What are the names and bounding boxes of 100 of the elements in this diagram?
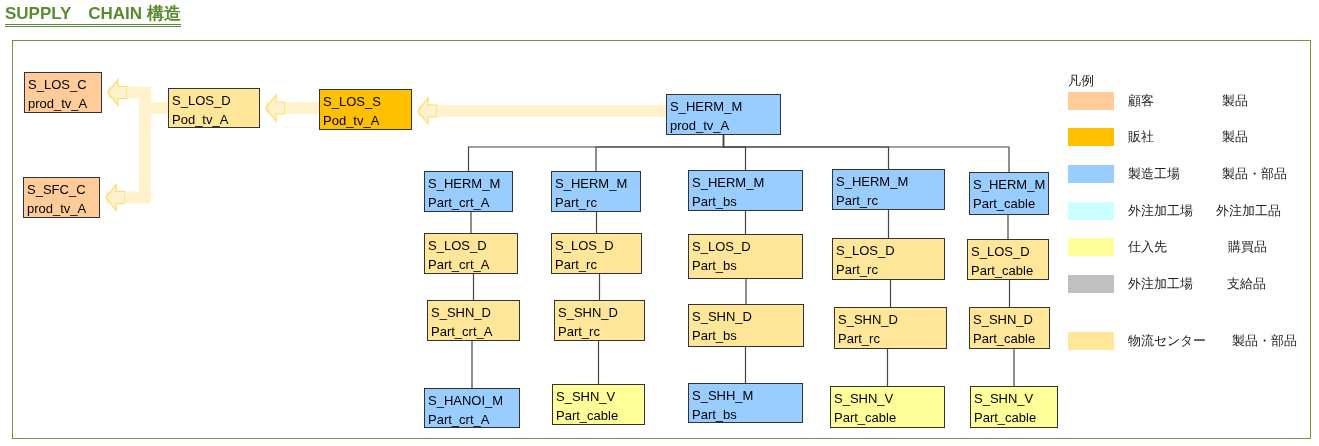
part-name: Part_bs: [692, 257, 738, 275]
site-box: [24, 72, 102, 113]
site-box: [688, 383, 803, 423]
part-name: Part_rc: [838, 330, 881, 348]
connector-line: [722, 134, 1010, 173]
site-box: [688, 170, 803, 211]
site-name: S_LOS_D: [836, 242, 896, 260]
part-name: Part_bs: [692, 327, 738, 345]
legend-label: 外注加工場: [1128, 202, 1193, 220]
part-name: Part_crt_A: [431, 323, 494, 341]
legend-label: 外注加工場: [1128, 275, 1193, 293]
site-name: S_SHN_D: [973, 311, 1034, 329]
site-name: S_LOS_D: [971, 243, 1031, 261]
legend-label: 製造工場: [1128, 165, 1180, 183]
site-box: [830, 386, 945, 428]
legend-label: 製品・部品: [1222, 165, 1287, 183]
connector-line: [472, 273, 475, 301]
connector-line: [1007, 214, 1009, 240]
legend-label: 外注加工品: [1216, 202, 1281, 220]
site-box: [832, 169, 945, 210]
part-name: Part_bs: [692, 193, 738, 211]
connector-line: [471, 340, 473, 389]
connector-line: [745, 278, 747, 305]
legend-label: 支給品: [1227, 275, 1266, 293]
site-name: S_SHH_M: [692, 387, 755, 405]
part-name: Part_rc: [555, 194, 598, 212]
part-name: Part_cable: [973, 195, 1037, 213]
site-box: [424, 233, 518, 274]
site-name: S_SHN_D: [692, 308, 753, 326]
part-name: Part_cable: [556, 407, 620, 425]
site-name: S_SHN_D: [558, 304, 619, 322]
site-name: S_SFC_C: [27, 181, 87, 199]
site-name: S_HANOI_M: [428, 392, 505, 410]
site-name: S_LOS_S: [323, 93, 382, 111]
part-name: Pod_tv_A: [172, 111, 230, 129]
part-name: Part_rc: [558, 323, 601, 341]
legend-label: 購買品: [1228, 238, 1267, 256]
part-name: Pod_tv_A: [323, 112, 381, 130]
diagram-title: SUPPLY CHAIN 構造: [5, 4, 181, 27]
connector-line: [1008, 279, 1011, 308]
part-name: Part_crt_A: [428, 256, 491, 274]
connector-line: [598, 273, 601, 301]
part-name: prod_tv_A: [28, 95, 89, 113]
part-name: Part_cable: [973, 330, 1037, 348]
site-box: [688, 234, 803, 279]
site-name: S_LOS_D: [428, 237, 488, 255]
part-name: Part_cable: [974, 409, 1038, 427]
site-name: S_LOS_D: [172, 92, 232, 110]
site-name: S_LOS_D: [555, 237, 615, 255]
legend-label: 物流センター: [1128, 332, 1206, 350]
site-name: S_HERM_M: [555, 175, 629, 193]
part-name: Part_crt_A: [428, 194, 491, 212]
site-box: [424, 388, 520, 428]
site-box: [832, 238, 945, 280]
legend-label: 製品: [1222, 92, 1248, 110]
site-name: S_LOS_D: [692, 238, 752, 256]
site-box: [551, 171, 641, 212]
connector-line: [595, 211, 598, 234]
legend-label: 製品: [1222, 128, 1248, 146]
site-box: [427, 300, 520, 341]
part-name: Part_bs: [692, 406, 738, 424]
part-name: Part_rc: [836, 192, 879, 210]
legend-label: 製品・部品: [1232, 332, 1297, 350]
site-name: S_HERM_M: [670, 98, 744, 116]
connector-line: [1013, 348, 1015, 387]
part-name: Part_crt_A: [428, 411, 491, 429]
site-name: S_HERM_M: [692, 174, 766, 192]
site-name: S_HERM_M: [973, 176, 1045, 194]
site-name: S_SHN_D: [838, 311, 899, 329]
connector-line: [597, 340, 600, 385]
part-name: Part_rc: [836, 261, 879, 279]
site-box: [424, 171, 513, 212]
site-name: S_HERM_M: [428, 175, 502, 193]
legend-label: 顧客: [1128, 92, 1154, 110]
connector-line: [744, 210, 747, 235]
connector-line: [470, 211, 472, 234]
site-box: [967, 239, 1049, 280]
legend-title: 凡例: [1068, 72, 1094, 90]
site-name: S_SHN_V: [556, 388, 617, 406]
site-name: S_LOS_C: [28, 76, 88, 94]
part-name: prod_tv_A: [670, 117, 731, 135]
part-name: Part_rc: [555, 256, 598, 274]
site-box: [834, 307, 947, 349]
connector-line: [744, 346, 747, 384]
site-box: [319, 89, 412, 130]
connector-line: [889, 279, 892, 308]
site-box: [969, 307, 1050, 349]
site-box: [552, 384, 645, 425]
site-box: [554, 300, 645, 341]
part-name: Part_cable: [834, 409, 898, 427]
connector-line: [886, 348, 889, 387]
part-name: Part_cable: [971, 262, 1035, 280]
site-name: S_SHN_V: [834, 390, 895, 408]
site-box: [688, 304, 804, 347]
site-name: S_HERM_M: [836, 173, 910, 191]
site-box: [168, 88, 260, 128]
site-name: S_SHN_D: [431, 304, 492, 322]
part-name: prod_tv_A: [27, 200, 88, 218]
site-box: [551, 233, 642, 274]
site-box: [969, 172, 1049, 215]
